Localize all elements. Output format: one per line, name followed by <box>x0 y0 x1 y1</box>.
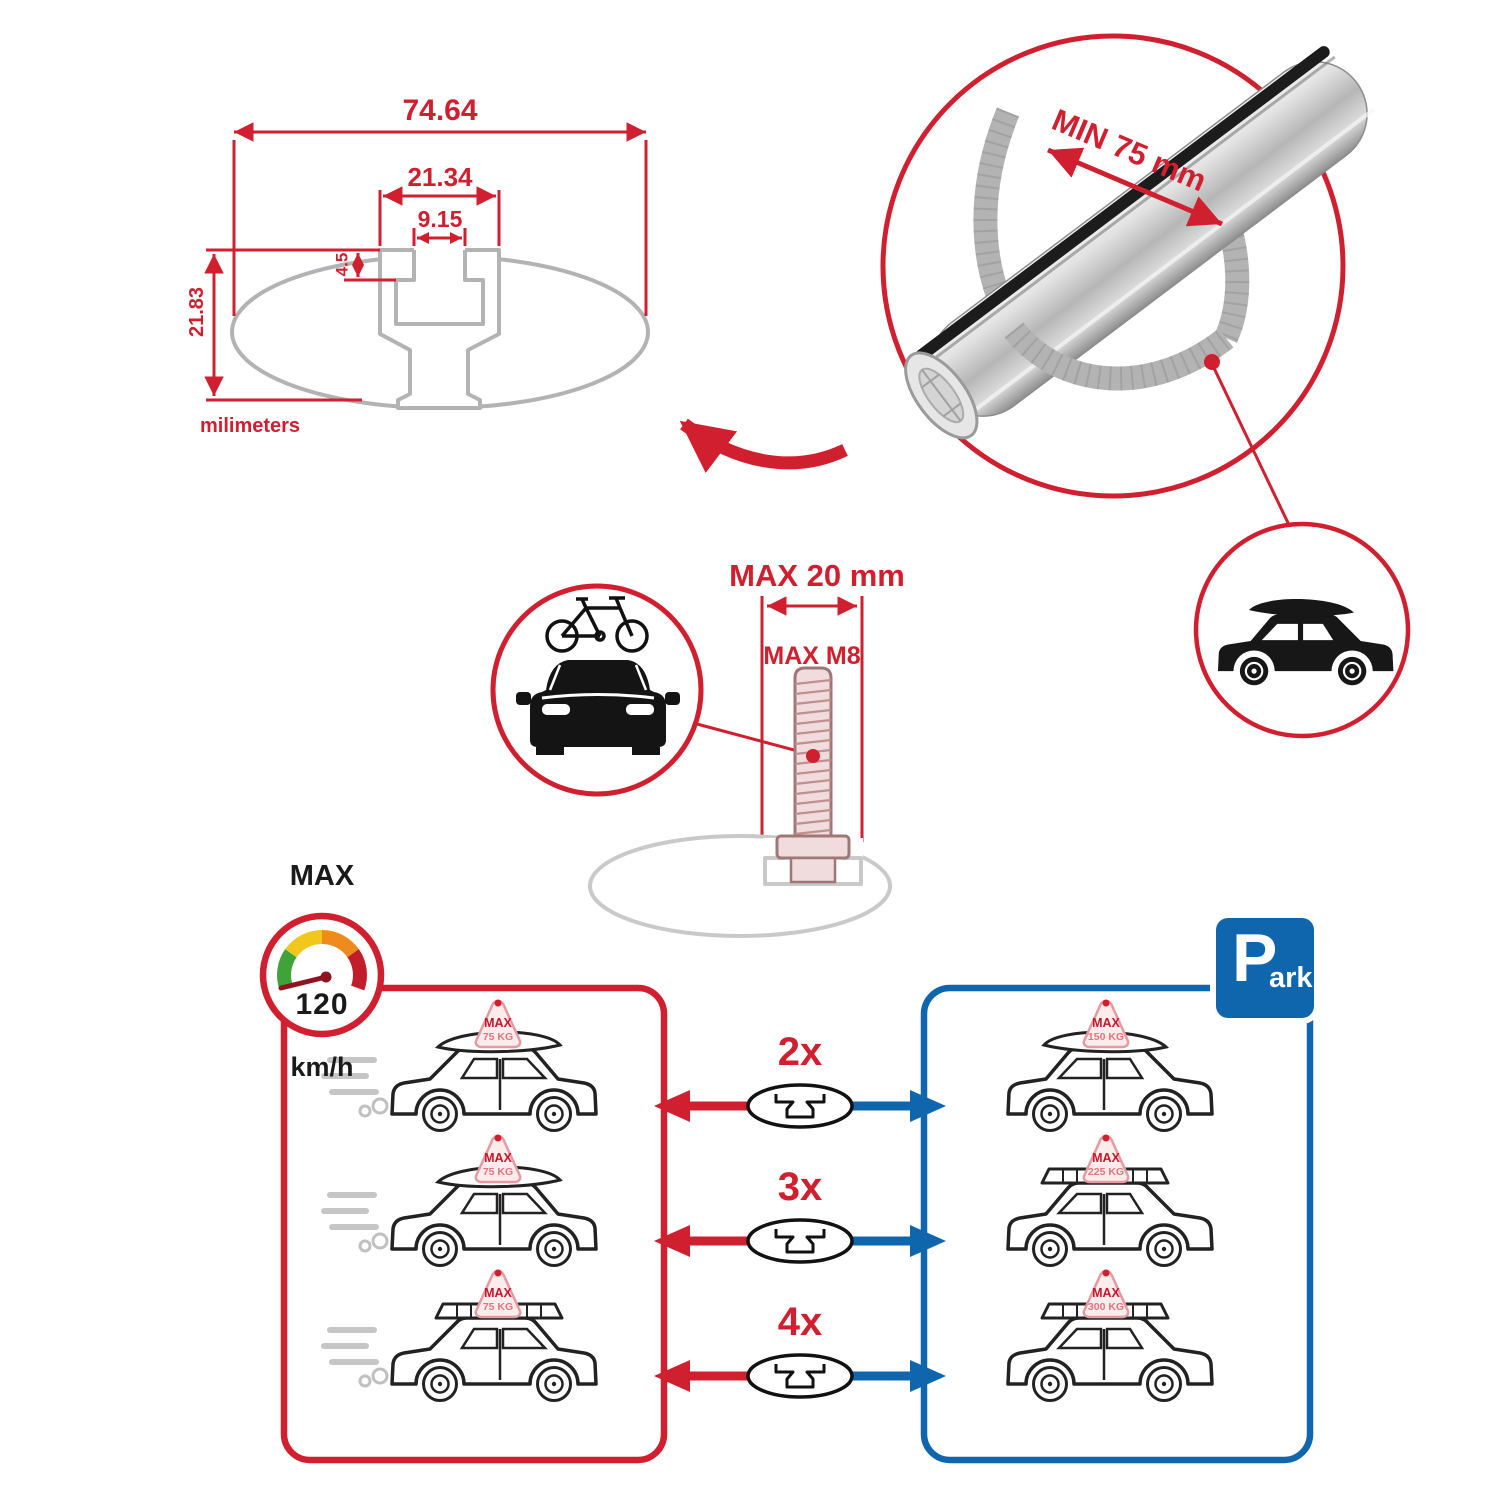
park-sign-suffix: ark <box>1269 962 1313 994</box>
dimension-lines <box>204 122 648 402</box>
tag-right-2: MAX 225 KG <box>1082 1133 1130 1184</box>
qty-label-3x: 3x <box>777 1165 823 1209</box>
zoom-arrow <box>679 418 848 473</box>
crossbar-render-circle <box>880 33 1376 549</box>
gauge-value: 120 <box>295 988 349 1021</box>
gauge-title: MAX <box>289 860 355 892</box>
car-bike-circle <box>490 583 704 797</box>
bar-quantity-rows <box>654 1083 946 1399</box>
t-slot-outline <box>394 250 485 326</box>
tag-weight: 150 KG <box>1088 1031 1124 1043</box>
clamp-strap-front <box>1004 322 1234 391</box>
tag-weight: 75 KG <box>483 1301 513 1313</box>
t-bolt <box>775 666 851 884</box>
channel-mask <box>380 250 499 408</box>
tag-label: MAX <box>1092 1286 1120 1300</box>
leader-line <box>696 722 810 756</box>
gauge-needle <box>278 974 329 991</box>
max-thread-label: MAX M8 <box>763 642 861 670</box>
dim-profile-height: 21.83 <box>186 286 208 338</box>
dim-lip-depth: 4.5 <box>332 252 352 277</box>
dim-channel-width: 21.34 <box>407 162 473 192</box>
tag-right-1: MAX 150 KG <box>1082 998 1130 1049</box>
tag-right-3: MAX 300 KG <box>1082 1268 1130 1319</box>
tag-label: MAX <box>1092 1151 1120 1165</box>
row-4x-arrows <box>654 1353 946 1399</box>
tag-label: MAX <box>484 1151 512 1165</box>
reference-dot <box>1204 354 1220 370</box>
qty-label-4x: 4x <box>777 1300 823 1344</box>
max-protrusion-label: MAX 20 mm <box>729 558 905 593</box>
min-span-arrow <box>1047 147 1223 227</box>
cross-section-drawing <box>204 122 650 410</box>
tag-weight: 75 KG <box>483 1166 513 1178</box>
park-sign: P ark <box>1216 918 1314 1018</box>
tag-left-3: MAX 75 KG <box>474 1268 522 1319</box>
channel-outline <box>378 248 501 410</box>
tag-left-2: MAX 75 KG <box>474 1133 522 1184</box>
park-sign-initial: P <box>1232 920 1278 996</box>
car-silhouette <box>1217 599 1394 686</box>
row-2x-arrows <box>654 1083 946 1129</box>
tag-weight: 300 KG <box>1088 1301 1124 1313</box>
qty-label-2x: 2x <box>777 1030 823 1074</box>
speed-gauge <box>259 912 385 1038</box>
dim-total-width: 74.64 <box>402 94 478 127</box>
leader-line <box>1212 367 1302 549</box>
tag-label: MAX <box>484 1286 512 1300</box>
tag-weight: 75 KG <box>483 1031 513 1043</box>
car-front-icon <box>516 660 680 755</box>
dim-slot-width: 9.15 <box>417 206 463 232</box>
tag-left-1: MAX 75 KG <box>474 998 522 1049</box>
bicycle-icon <box>545 596 649 653</box>
bolt-section <box>588 596 892 938</box>
row-3x-arrows <box>654 1218 946 1264</box>
car-roofbox-circle <box>1193 521 1411 739</box>
gauge-unit: km/h <box>290 1052 354 1082</box>
tag-weight: 225 KG <box>1088 1166 1124 1178</box>
tag-label: MAX <box>484 1016 512 1030</box>
tag-label: MAX <box>1092 1016 1120 1030</box>
units-label: milimeters <box>200 415 301 437</box>
reference-dot <box>806 749 820 763</box>
